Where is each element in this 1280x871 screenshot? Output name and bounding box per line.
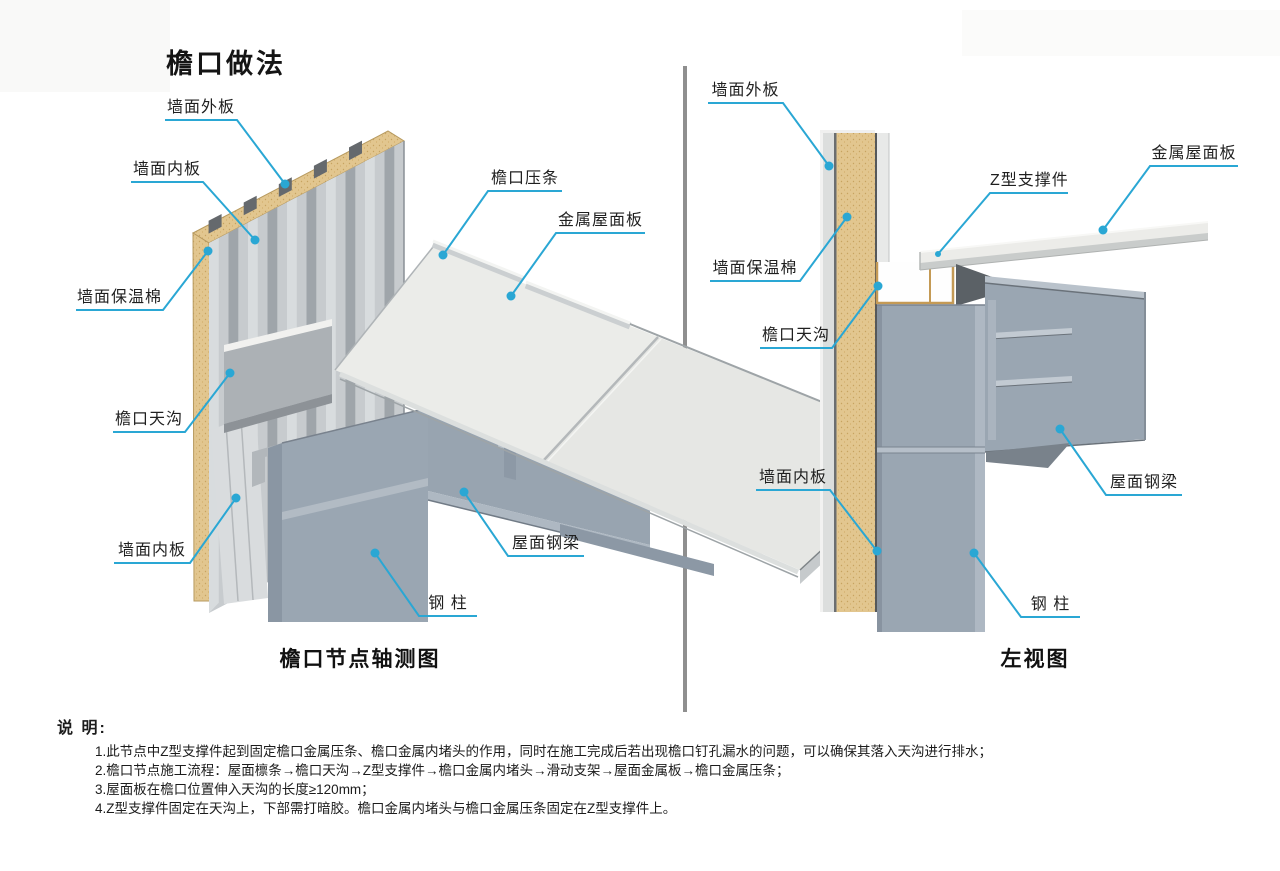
- left-view-caption: 檐口节点轴测图: [279, 648, 441, 671]
- notes-block: 说 明: 1.此节点中Z型支撑件起到固定檐口金属压条、檐口金属内堵头的作用，同时…: [57, 714, 1257, 818]
- label-eave-gutter-right: 檐口天沟: [761, 327, 830, 344]
- leader-dots: [203, 161, 1108, 558]
- label-wall-insulation-right: 墙面保温棉: [712, 260, 798, 277]
- label-wall-outer-panel-right: 墙面外板: [711, 82, 780, 99]
- steel-structure-left: [268, 407, 714, 622]
- label-roof-steel-beam-right: 屋面钢梁: [1109, 474, 1178, 491]
- label-steel-column-right: 钢 柱: [1030, 596, 1071, 613]
- label-metal-roof-panel-left: 金属屋面板: [557, 212, 643, 229]
- label-wall-inner-panel-top-left: 墙面内板: [132, 161, 201, 178]
- notes-heading: 说 明:: [57, 720, 107, 737]
- eave-gutter-right: [875, 262, 955, 305]
- note-item: 4.Z型支撑件固定在天沟上，下部需打暗胶。檐口金属内堵头与檐口金属压条固定在Z型…: [95, 801, 677, 816]
- label-wall-insulation-left: 墙面保温棉: [76, 289, 162, 306]
- left-axonometric-view: [191, 130, 934, 622]
- label-roof-steel-beam-left: 屋面钢梁: [511, 535, 580, 552]
- label-wall-outer-panel-left: 墙面外板: [166, 99, 235, 116]
- corner-tint: [0, 0, 170, 92]
- leader-lines: [76, 102, 1238, 618]
- metal-roof-right: [919, 221, 1209, 271]
- right-section-view: [820, 130, 1209, 632]
- label-wall-inner-panel-bottom-left: 墙面内板: [117, 542, 186, 559]
- right-view-caption: 左视图: [1000, 648, 1070, 671]
- corner-tint: [962, 10, 1280, 56]
- label-wall-inner-panel-right: 墙面内板: [758, 469, 827, 486]
- note-item: 2.檐口节点施工流程：屋面檩条→檐口天沟→Z型支撑件→檐口金属内堵头→滑动支架→…: [95, 763, 790, 778]
- label-eave-trim-left: 檐口压条: [490, 170, 559, 187]
- label-steel-column-left: 钢 柱: [428, 595, 468, 612]
- note-item: 1.此节点中Z型支撑件起到固定檐口金属压条、檐口金属内堵头的作用，同时在施工完成…: [95, 744, 993, 759]
- wall-top-clips: [208, 140, 362, 234]
- note-item: 3.屋面板在檐口位置伸入天沟的长度≥120mm；: [95, 782, 375, 797]
- wall-section: [820, 130, 890, 612]
- steel-column-right: [877, 304, 985, 632]
- label-metal-roof-panel-right: 金属屋面板: [1151, 145, 1237, 162]
- steel-beam-right: [984, 276, 1146, 468]
- eave-gutter-left: [224, 319, 332, 487]
- label-eave-gutter-left: 檐口天沟: [114, 411, 183, 428]
- page-title: 檐口做法: [166, 49, 286, 79]
- label-z-support-right: Z型支撑件: [990, 172, 1069, 189]
